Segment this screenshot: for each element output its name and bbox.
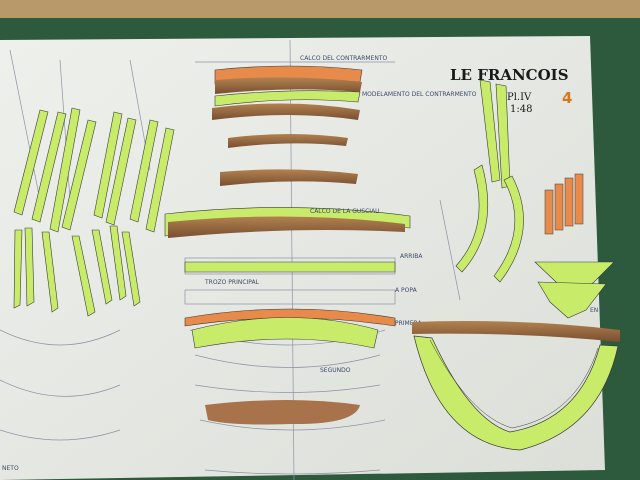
plan-title: LE FRANCOIS [450,66,569,84]
note-top-piece-right: MODELAMENTO DEL CONTRARMENTO [362,91,477,98]
right-curved-frames [455,79,615,319]
deck-beams [184,261,396,425]
note-middle-piece: CALCO DE LA GUSCIAU [310,208,380,215]
plan-scale: 1:48 [510,104,532,115]
orange-small-parts [544,173,584,235]
note-segundo: SEGUNDO [320,367,351,374]
note-neto: NETO [2,465,19,472]
plan-sheet-label: Pl.IV [507,92,532,103]
transom-frame [412,321,620,451]
note-trozo: TROZO PRINCIPAL [204,279,260,286]
note-en-pc: EN PC [590,307,608,314]
top-frame-pieces [164,65,411,238]
plan-number: 4 [562,89,572,107]
note-doble: A POPA [395,287,418,294]
wooden-strip [0,0,640,22]
note-primera: PRIMERA [395,320,422,327]
note-arriba: ARRIBA [400,253,423,260]
note-top-piece: CALCO DEL CONTRARMENTO [300,55,388,62]
left-frame-pieces [13,107,175,317]
